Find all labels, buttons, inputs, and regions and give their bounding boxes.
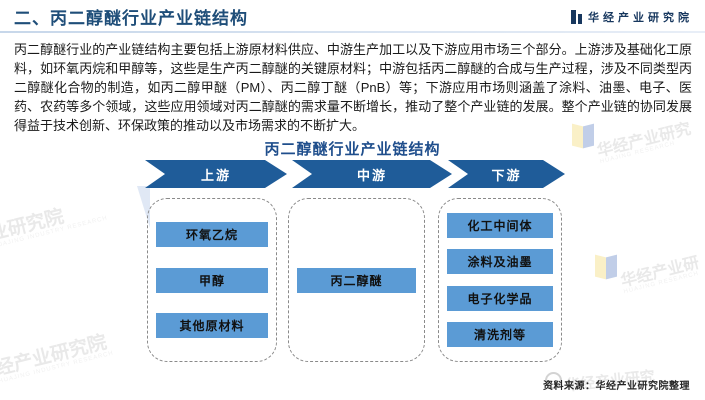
brand-logo-icon [571, 10, 582, 24]
intro-paragraph: 丙二醇醚行业的产业链结构主要包括上游原材料供应、中游生产加工以及下游应用市场三个… [14, 42, 692, 133]
header-divider [0, 31, 705, 33]
diagram-node: 其他原材料 [156, 313, 268, 339]
header: 二、丙二醇醚行业产业链结构 华经产业研究院 [0, 0, 705, 30]
stage-arrow-label: 上游 [200, 167, 231, 183]
page-title: 二、丙二醇醚行业产业链结构 [14, 9, 248, 28]
diagram-node: 甲醇 [156, 267, 268, 293]
diagram-node: 电子化学品 [447, 285, 553, 311]
stage-arrow-midstream: 中游 [292, 160, 452, 188]
stage-arrow-upstream: 上游 [145, 160, 287, 188]
upstream-group: 环氧乙烷 甲醇 其他原材料 [147, 198, 277, 362]
diagram-node: 环氧乙烷 [156, 221, 268, 247]
data-source-note: 资料来源：华经产业研究院整理 [543, 381, 690, 392]
diagram-node: 涂料及油墨 [447, 249, 553, 275]
brand-logo-text: 华经产业研究院 [588, 12, 693, 24]
diagram-node: 清洗剂等 [447, 322, 553, 348]
brand-logo: 华经产业研究院 [571, 9, 693, 25]
downstream-group: 化工中间体 涂料及油墨 电子化学品 清洗剂等 [438, 198, 562, 362]
stage-arrow-label: 下游 [491, 167, 522, 183]
stage-arrow-label: 中游 [356, 167, 387, 183]
diagram-node: 化工中间体 [447, 212, 553, 238]
stage-arrow-downstream: 下游 [448, 160, 565, 188]
diagram-node: 丙二醇醚 [297, 267, 416, 293]
diagram-title: 丙二醇醚行业产业链结构 [264, 141, 441, 158]
midstream-group: 丙二醇醚 [288, 198, 425, 362]
watermark-book-icon [595, 253, 619, 283]
